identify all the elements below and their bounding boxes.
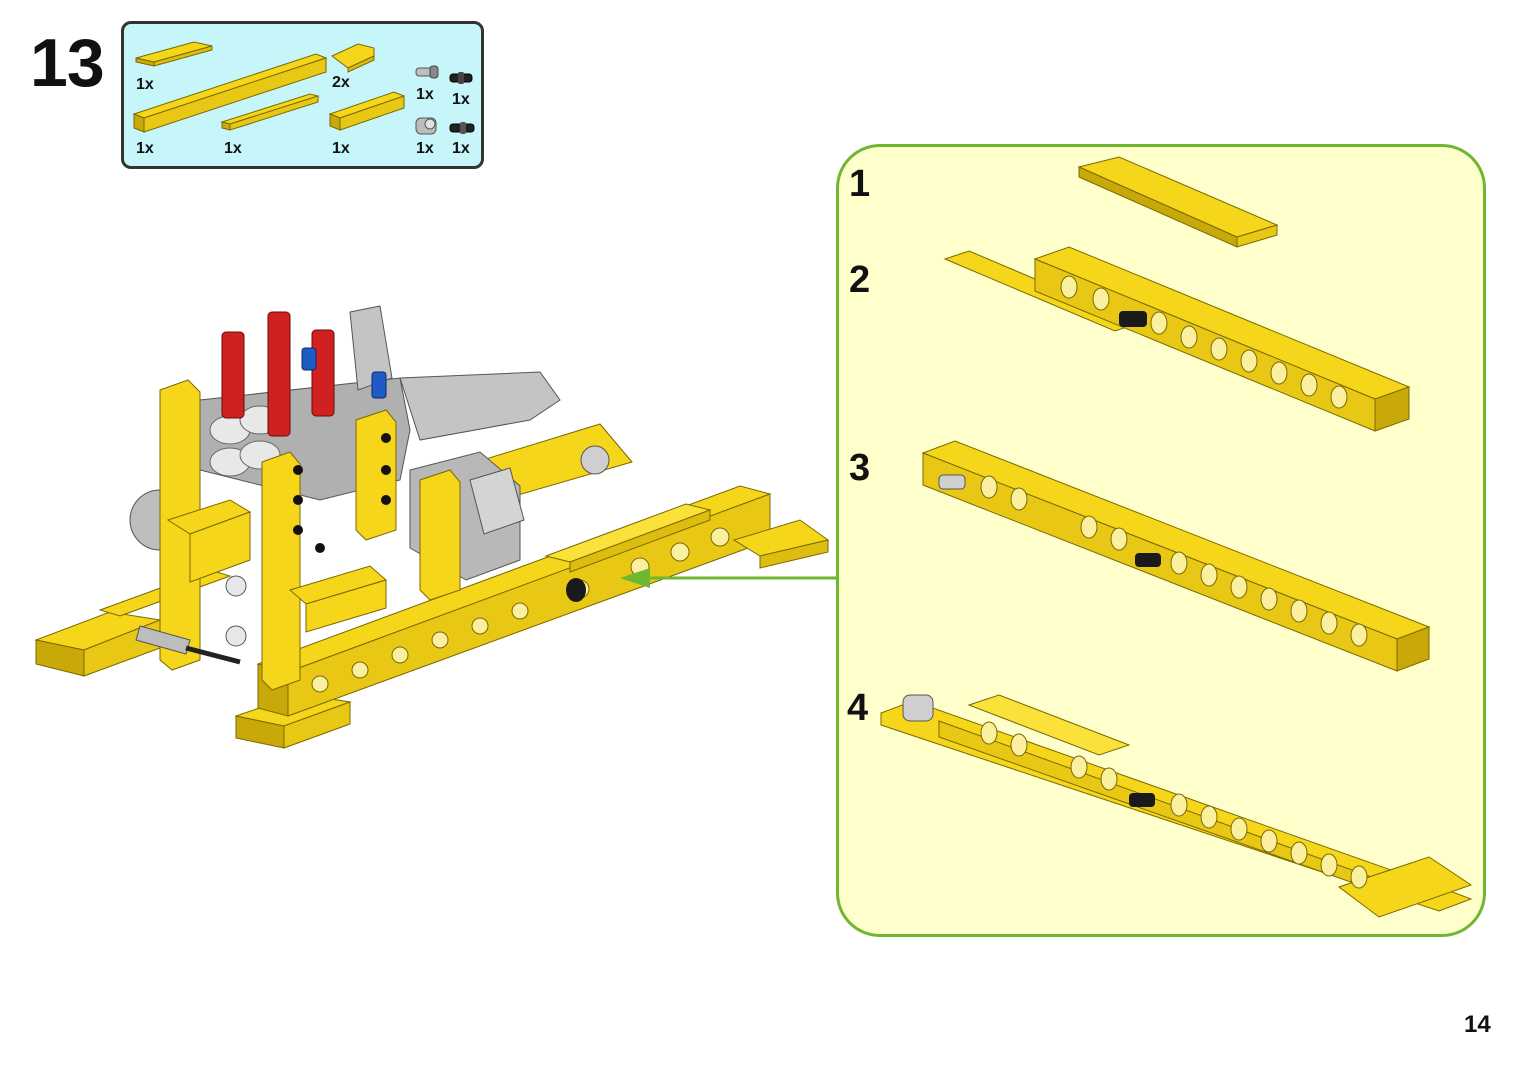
- black-pin: [566, 578, 586, 602]
- plate-1x6-icon: [135, 41, 213, 67]
- substep-1-plate: [1077, 156, 1279, 248]
- liftarm-holes: [293, 433, 391, 553]
- qty-label: 2x: [332, 74, 350, 91]
- parts-list-illustrations: [132, 41, 475, 135]
- substep-4-assembly: [880, 694, 1473, 918]
- pin-icon: [415, 65, 439, 79]
- subassembly-panel: 1 2 3 4: [836, 144, 1486, 937]
- qty-label: 1x: [136, 140, 154, 157]
- qty-label: 1x: [416, 86, 434, 103]
- parts-list-box: 1x 2x 1x 1x 1x 1x 1x 1x 1x: [121, 21, 484, 169]
- page-number: 14: [1464, 1011, 1491, 1038]
- substep-number: 1: [849, 163, 871, 205]
- qty-label: 1x: [136, 76, 154, 93]
- cross-holes: [225, 575, 247, 647]
- subassembly-illustrations: [880, 156, 1473, 918]
- horizontal-liftarms: [166, 499, 388, 633]
- substep-2-assembly: [943, 246, 1411, 432]
- qty-label: 1x: [224, 140, 242, 157]
- brick-1x16-icon: [132, 53, 328, 133]
- wedge-plate-right: [732, 519, 830, 569]
- substep-number: 2: [849, 259, 871, 301]
- substep-number: 3: [849, 447, 871, 489]
- black-pin-icon: [449, 72, 473, 84]
- substep-3-assembly: [921, 440, 1431, 672]
- blue-pins: [301, 347, 387, 399]
- substep-number: 4: [847, 687, 869, 729]
- top-plate: [544, 503, 712, 573]
- step-number: 13: [30, 25, 105, 101]
- black-axle-pin-icon: [449, 122, 475, 134]
- qty-label: 1x: [416, 140, 434, 157]
- cross-block-icon: [415, 117, 437, 135]
- qty-label: 1x: [452, 140, 470, 157]
- brick-1x6b-icon: [328, 91, 406, 131]
- base-plate-left: [34, 569, 232, 677]
- qty-label: 1x: [332, 140, 350, 157]
- brick-1x6-icon: [220, 93, 320, 131]
- wedge-plate-icon: [331, 43, 375, 73]
- red-axles: [221, 311, 335, 437]
- axle-left: [135, 625, 241, 665]
- main-model-illustration: [34, 305, 830, 749]
- qty-label: 1x: [452, 91, 470, 108]
